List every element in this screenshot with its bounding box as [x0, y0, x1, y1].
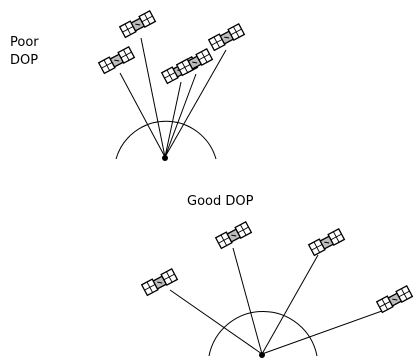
satellite-icon: [308, 228, 346, 257]
poor-dop-group: Poor DOP: [10, 10, 246, 161]
poor-dop-label-line1: Poor: [10, 35, 39, 50]
receiver-icon: [259, 352, 265, 358]
good-horizon-arc: [208, 311, 318, 357]
good-dop-label: Good DOP: [187, 194, 254, 209]
good-signal-line: [261, 254, 319, 355]
good-dop-group: Good DOP: [141, 194, 414, 358]
poor-signal-line: [140, 37, 166, 158]
satellite-icon: [98, 46, 136, 75]
poor-signal-line: [119, 72, 166, 158]
satellite-icon: [376, 285, 414, 314]
poor-signal-line: [164, 73, 197, 158]
good-signal-line: [261, 310, 383, 355]
satellite-icon: [176, 48, 214, 77]
poor-signal-line: [164, 49, 227, 158]
poor-dop-label-line2: DOP: [10, 53, 38, 68]
poor-horizon-arc: [115, 120, 217, 160]
good-signal-lines: [169, 247, 383, 355]
receiver-icon: [162, 155, 168, 161]
satellite-icon: [208, 23, 246, 52]
good-signal-line: [169, 289, 263, 355]
satellite-icon: [119, 10, 157, 39]
good-signal-line: [232, 247, 263, 355]
satellite-icon: [215, 221, 253, 250]
poor-signal-lines: [119, 37, 227, 158]
poor-signal-line: [164, 81, 182, 158]
